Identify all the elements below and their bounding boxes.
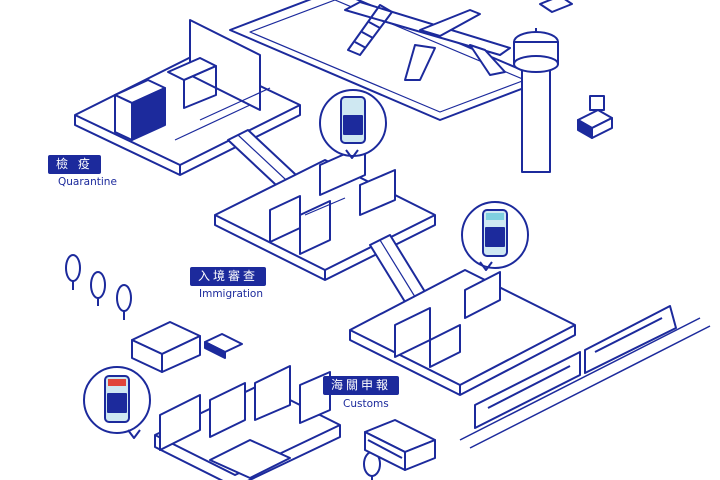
apron-cart bbox=[540, 0, 572, 12]
customs-label-zh: 海關申報 bbox=[323, 376, 399, 395]
quarantine-label-zh: 檢 疫 bbox=[48, 155, 101, 174]
immigration-label-zh: 入境審查 bbox=[190, 267, 266, 286]
customs-label-en: Customs bbox=[343, 398, 389, 410]
phone-bubble-immigration[interactable] bbox=[462, 202, 528, 270]
service-vehicle bbox=[578, 96, 612, 138]
duty-free-shop bbox=[155, 366, 340, 480]
quarantine-label-en: Quarantine bbox=[58, 176, 117, 188]
taxi-booth bbox=[132, 322, 242, 372]
immigration-label-en: Immigration bbox=[199, 288, 263, 300]
control-tower bbox=[514, 28, 558, 172]
phone-bubble-customs[interactable] bbox=[84, 367, 150, 438]
phone-bubble-quarantine[interactable] bbox=[320, 90, 386, 158]
